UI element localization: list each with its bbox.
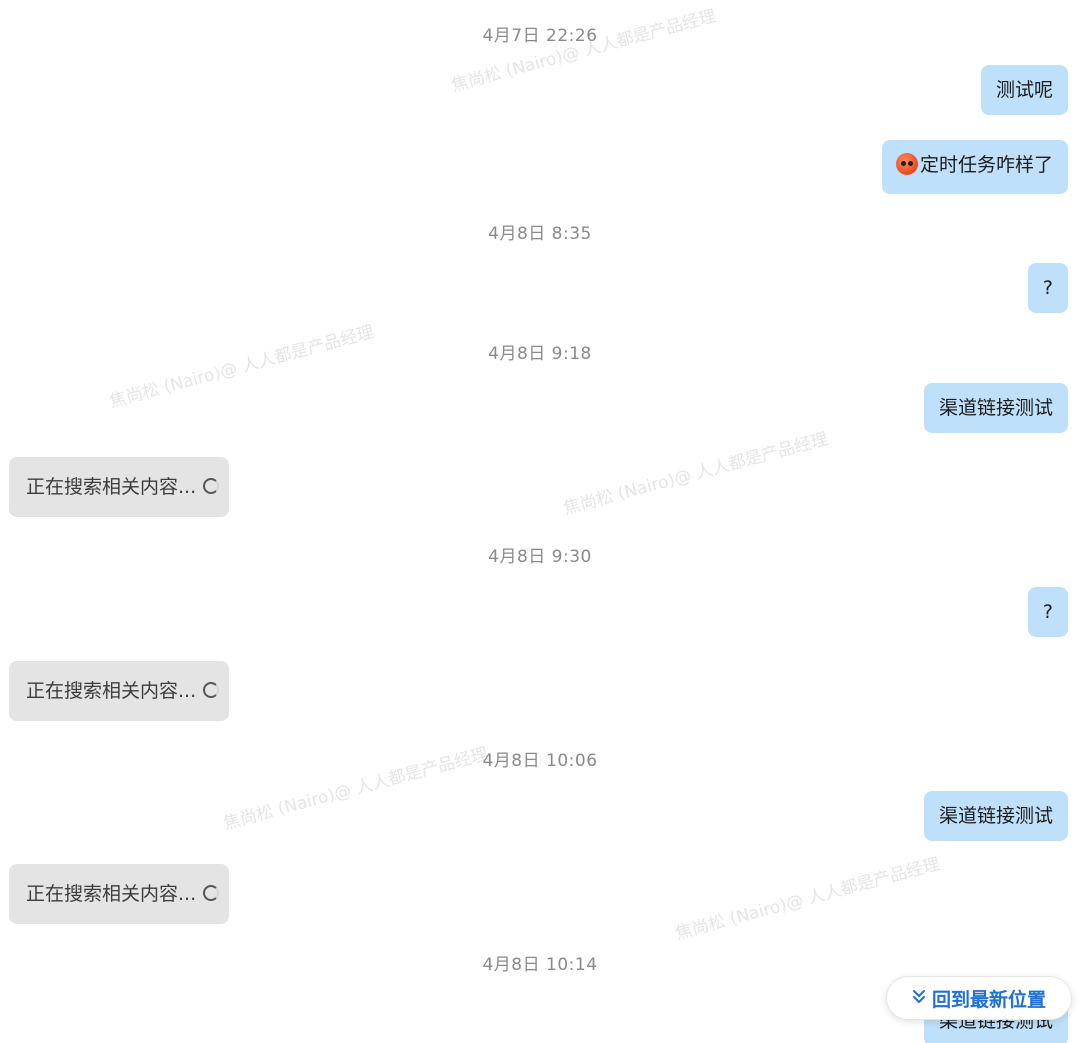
outgoing-message[interactable]: 渠道链接测试 xyxy=(923,791,1068,841)
message-text: ? xyxy=(1042,601,1053,623)
outgoing-message[interactable]: 测试呢 xyxy=(980,65,1068,115)
message-text: 正在搜索相关内容... xyxy=(26,476,197,498)
message-text: 正在搜索相关内容... xyxy=(26,680,197,702)
message-text: ? xyxy=(1042,277,1053,299)
incoming-message-loading: 正在搜索相关内容... xyxy=(9,864,229,924)
message-text: 定时任务咋样了 xyxy=(919,154,1053,176)
timestamp: 4月8日 10:06 xyxy=(482,751,598,771)
loading-spinner-icon xyxy=(203,885,220,901)
watermark: 焦尚松 (Nairo)@ 人人都是产品经理 xyxy=(107,322,377,413)
watermark: 焦尚松 (Nairo)@ 人人都是产品经理 xyxy=(449,6,719,97)
message-text: 测试呢 xyxy=(995,79,1053,101)
watermark: 焦尚松 (Nairo)@ 人人都是产品经理 xyxy=(561,429,831,520)
timestamp: 4月7日 22:26 xyxy=(482,26,598,46)
outgoing-message[interactable]: 渠道链接测试 xyxy=(923,383,1068,433)
outgoing-message[interactable]: ? xyxy=(1027,587,1068,637)
message-text: 正在搜索相关内容... xyxy=(26,883,197,905)
timestamp: 4月8日 9:18 xyxy=(488,344,592,364)
timestamp: 4月8日 8:35 xyxy=(488,224,592,244)
incoming-message-loading: 正在搜索相关内容... xyxy=(9,661,229,721)
double-chevron-down-icon xyxy=(912,989,926,1008)
timestamp: 4月8日 9:30 xyxy=(488,547,592,567)
outgoing-message[interactable]: ? xyxy=(1027,263,1068,313)
loading-spinner-icon xyxy=(203,682,220,698)
jump-to-latest-button[interactable]: 回到最新位置 xyxy=(886,976,1072,1020)
incoming-message-loading: 正在搜索相关内容... xyxy=(9,457,229,517)
timestamp: 4月8日 10:14 xyxy=(482,955,598,975)
angry-face-emoji-icon xyxy=(895,153,918,175)
message-text: 渠道链接测试 xyxy=(938,805,1053,827)
jump-to-latest-label: 回到最新位置 xyxy=(931,988,1046,1011)
loading-spinner-icon xyxy=(203,478,220,494)
message-text: 渠道链接测试 xyxy=(938,397,1053,419)
watermark: 焦尚松 (Nairo)@ 人人都是产品经理 xyxy=(673,854,943,945)
outgoing-message[interactable]: 定时任务咋样了 xyxy=(881,140,1068,194)
